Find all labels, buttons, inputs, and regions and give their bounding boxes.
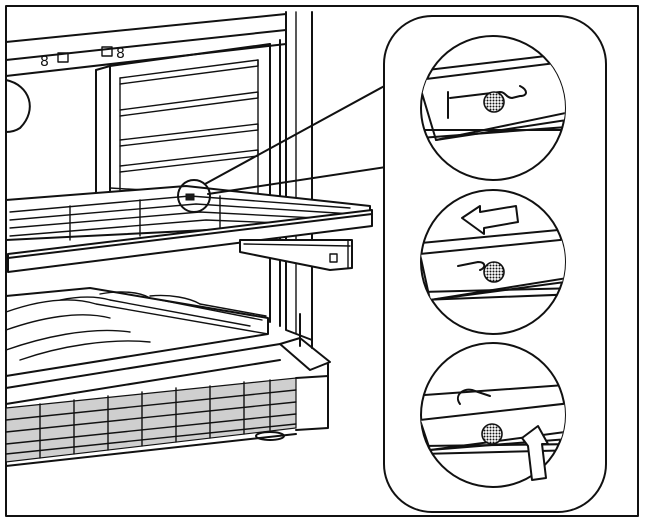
control-panel: 8 8: [40, 46, 125, 70]
screw-icon: [483, 261, 505, 283]
up-arrow-icon: [521, 425, 549, 481]
zoom-spot: [177, 179, 211, 213]
pull-out-shelf: [5, 185, 373, 273]
left-arrow-icon: [461, 205, 519, 235]
screw-icon: [483, 91, 505, 113]
vent-grille: [5, 377, 297, 463]
outer-frame: [5, 5, 639, 517]
detail-top: [420, 35, 566, 181]
detail-middle: [420, 189, 566, 335]
control-symbol-2: 8: [116, 46, 125, 62]
wine-cooler-cabinet: 8 8: [5, 11, 373, 467]
screw-icon: [481, 423, 503, 445]
lower-bottle-rack: [5, 287, 269, 377]
control-symbol-1: 8: [40, 54, 49, 70]
detail-bottom: [420, 342, 566, 488]
